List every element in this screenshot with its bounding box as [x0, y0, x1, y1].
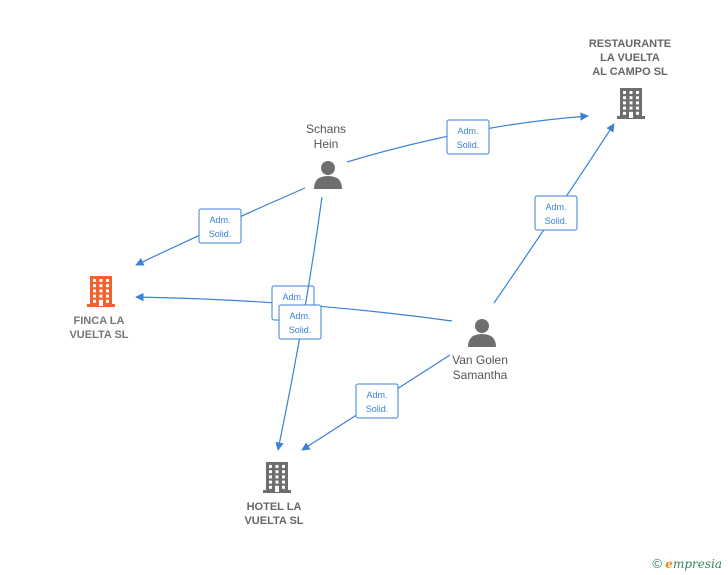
brand-logo: empresia [665, 557, 722, 571]
building-icon [263, 462, 291, 493]
edge-label-text: Adm. [209, 215, 230, 225]
edge-label-box [278, 304, 322, 340]
edge-label-text: Solid. [545, 216, 568, 226]
node-finca[interactable]: FINCA LA VUELTA SL [69, 276, 129, 341]
edge-role-label[interactable]: Adm. Solid. [446, 119, 490, 155]
node-restaurante[interactable]: RESTAURANTE LA VUELTA AL CAMPO SL [589, 38, 671, 119]
edge-vangolen-to-hotel: Adm. Solid. [301, 354, 451, 451]
node-label-finca: FINCA LA [74, 315, 125, 327]
edge-label-text: Adm. [545, 202, 566, 212]
edge-label-text: Adm. [282, 292, 303, 302]
edge-label-box [198, 208, 242, 244]
person-icon [468, 319, 496, 347]
edge-label-box [355, 383, 399, 419]
node-label-finca: VUELTA SL [69, 329, 128, 341]
edge-label-text: Solid. [209, 229, 232, 239]
edge-role-label[interactable]: Adm. Solid. [278, 304, 322, 340]
edge-label-text: Solid. [366, 404, 389, 414]
footer-brand: © empresia [652, 556, 722, 571]
edge-label-text: Adm. [366, 390, 387, 400]
person-icon [314, 161, 342, 189]
edge-label-box [534, 195, 578, 231]
node-label-hotel: VUELTA SL [244, 515, 303, 527]
node-label-restaurante: LA VUELTA [600, 52, 660, 64]
edge-schans-to-hotel: Adm. Solid. [275, 196, 323, 451]
node-label-restaurante: RESTAURANTE [589, 38, 671, 50]
edge-label-text: Adm. [289, 311, 310, 321]
node-label-restaurante: AL CAMPO SL [592, 66, 668, 78]
edge-role-label[interactable]: Adm. Solid. [534, 195, 578, 231]
edge-label-box [446, 119, 490, 155]
copyright-icon: © [652, 556, 662, 571]
building-icon [617, 88, 645, 119]
edge-schans-to-restaurante: Adm. Solid. [346, 112, 589, 163]
building-icon [87, 276, 115, 307]
edge-role-label[interactable]: Adm. Solid. [355, 383, 399, 419]
edge-label-text: Solid. [457, 140, 480, 150]
edge-label-text: Solid. [289, 325, 312, 335]
edges-layer: Adm. Solid. Adm. Solid. Adm. Solid. Adm. Solid.… [135, 112, 615, 451]
node-label-vangolen: Samantha [453, 368, 508, 382]
node-label-schans: Schans [306, 122, 346, 136]
node-label-vangolen: Van Golen [452, 353, 508, 367]
node-label-schans: Hein [314, 137, 339, 151]
edge-label-text: Adm. [457, 126, 478, 136]
edge-vangolen-to-restaurante: Adm. Solid. [493, 123, 615, 304]
edge-schans-to-finca: Adm. Solid. [135, 187, 306, 266]
node-hotel[interactable]: HOTEL LA VUELTA SL [244, 462, 304, 527]
edge-role-label[interactable]: Adm. Solid. [198, 208, 242, 244]
nodes-layer: RESTAURANTE LA VUELTA AL CAMPO SL FINCA LA V… [69, 38, 671, 527]
node-label-hotel: HOTEL LA [247, 501, 302, 513]
